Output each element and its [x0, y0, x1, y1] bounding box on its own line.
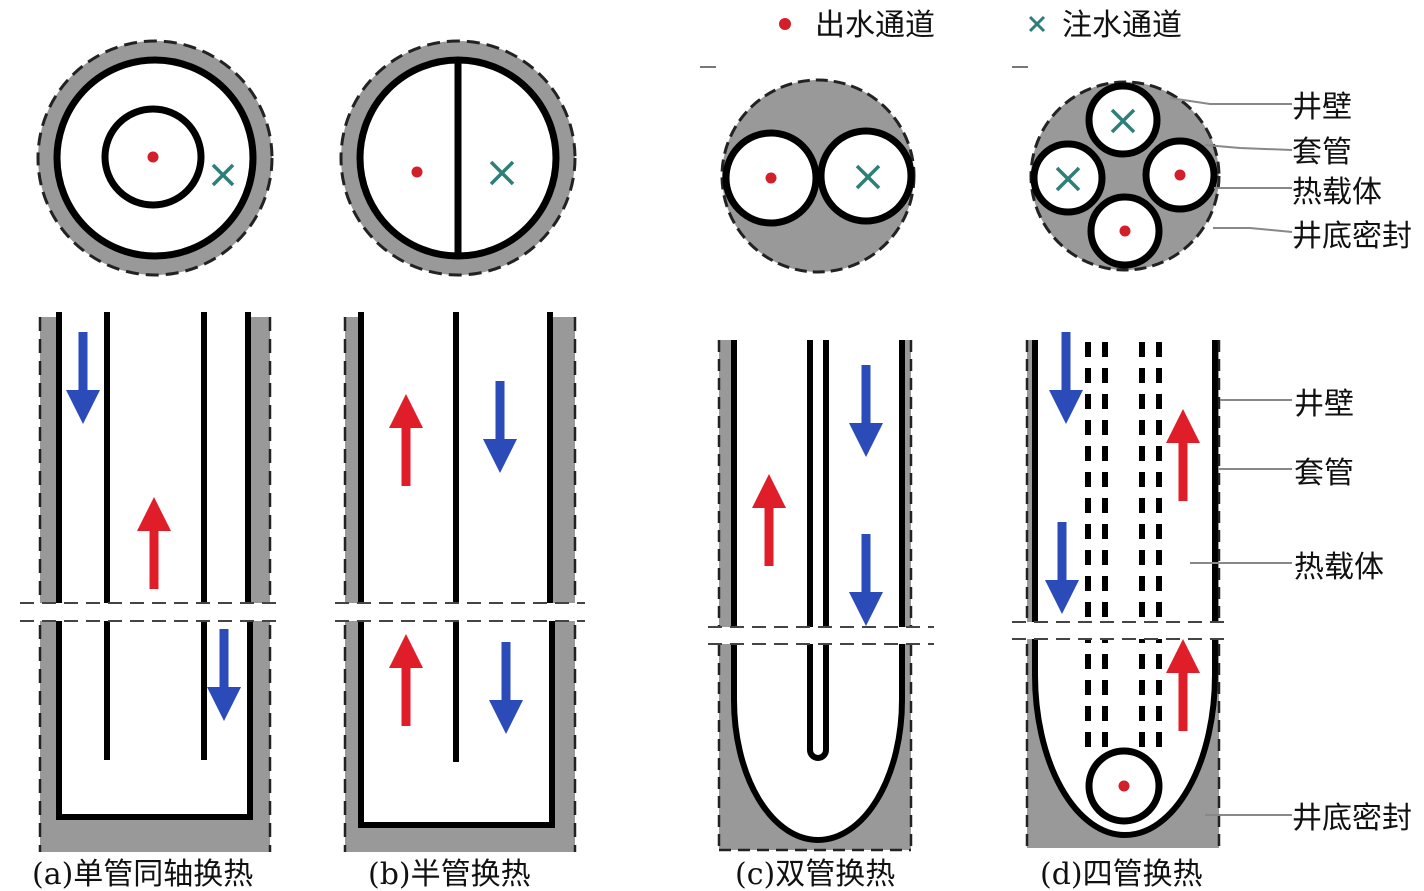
top-annotations: 井壁 套管 热载体 井底密封: [1292, 90, 1412, 254]
caption-b: (b)半管换热: [368, 857, 531, 891]
label-well-wall: 井壁: [1294, 387, 1354, 422]
inlet-marker: [1055, 166, 1081, 192]
legend-inlet-cross: [1028, 15, 1046, 33]
cross-section-a: [36, 39, 274, 277]
outlet-marker: [411, 166, 423, 178]
inlet-marker: [211, 163, 235, 187]
caption-c: (c)双管换热: [735, 857, 895, 891]
inlet-marker: [855, 164, 881, 190]
longitudinal-a: [15, 312, 280, 852]
label-bottom-seal: 井底密封: [1292, 801, 1412, 836]
cross-section-b: [339, 39, 577, 277]
label-bottom-seal: 井底密封: [1292, 219, 1412, 254]
cross-section-d: [1029, 80, 1293, 272]
label-heat-carrier: 热载体: [1294, 550, 1384, 585]
caption-a: (a)单管同轴换热: [32, 857, 253, 891]
longitudinal-b: [330, 312, 585, 852]
captions: (a)单管同轴换热 (b)半管换热 (c)双管换热 (d)四管换热: [32, 857, 1203, 891]
cross-section-c: [720, 78, 916, 274]
legend-outlet-dot: [779, 18, 791, 30]
longitudinal-d: [1012, 332, 1292, 848]
outlet-marker: [147, 151, 159, 163]
outlet-marker: [1174, 169, 1186, 181]
outlet-marker: [1118, 780, 1130, 792]
outlet-marker: [1119, 225, 1131, 237]
legend-inlet-label: 注水通道: [1062, 8, 1182, 43]
label-heat-carrier: 热载体: [1292, 175, 1382, 210]
caption-d: (d)四管换热: [1040, 857, 1203, 891]
side-annotations: 井壁 套管 热载体 井底密封: [1292, 387, 1412, 836]
label-well-wall: 井壁: [1292, 90, 1352, 125]
outlet-marker: [765, 172, 777, 184]
inlet-marker: [1110, 108, 1136, 134]
label-casing: 套管: [1292, 135, 1352, 170]
inlet-marker: [489, 160, 515, 186]
legend-outlet-label: 出水通道: [815, 8, 935, 43]
longitudinal-c: [708, 340, 936, 852]
label-casing: 套管: [1294, 456, 1354, 491]
legend: 出水通道 注水通道: [700, 8, 1182, 68]
